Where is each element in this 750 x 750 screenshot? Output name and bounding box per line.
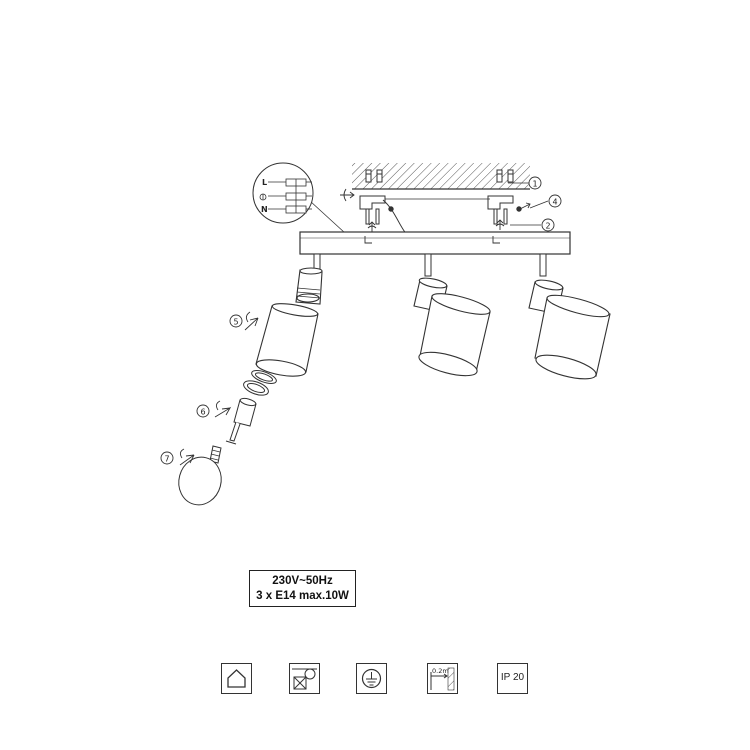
- protection-class-icon: [356, 663, 387, 694]
- spot-holder-1: [295, 267, 323, 305]
- min-distance-icon: 0.2m: [427, 663, 458, 694]
- callout-4: 4: [548, 194, 562, 208]
- svg-text:6: 6: [200, 408, 205, 417]
- svg-text:1: 1: [532, 180, 537, 189]
- callout-7: 7: [160, 451, 174, 465]
- svg-text:7: 7: [164, 455, 169, 464]
- ip-rating-icon: IP 20: [497, 663, 528, 694]
- spec-bulbs: 3 x E14 max.10W: [256, 590, 349, 602]
- callout-2: 2: [541, 218, 555, 232]
- svg-text:0.2m: 0.2m: [432, 667, 449, 675]
- spot-head-3: [528, 279, 611, 380]
- spot-stems: [313, 253, 547, 277]
- supply-cable: [382, 199, 409, 237]
- lamp-socket: [225, 397, 257, 445]
- svg-text:4: 4: [552, 198, 557, 207]
- neutral-label: N: [261, 205, 268, 214]
- spec-voltage: 230V~50Hz: [272, 575, 333, 587]
- callout-leaders: [309, 182, 549, 234]
- callout-6: 6: [196, 404, 210, 418]
- mounting-brackets: [359, 195, 522, 225]
- wiring-detail: L N: [252, 162, 314, 224]
- spot-shade-exploded: [255, 303, 319, 377]
- spot-head-2: [413, 277, 491, 377]
- indoor-use-icon: [221, 663, 252, 694]
- live-label: L: [262, 178, 267, 187]
- ip-rating-label: IP 20: [500, 672, 525, 683]
- callout-1: 1: [528, 176, 542, 190]
- ceiling-screws: [365, 169, 514, 183]
- ceiling-bar: [299, 231, 571, 255]
- svg-text:2: 2: [545, 222, 550, 231]
- no-covering-icon: [289, 663, 320, 694]
- assembly-arrows: [179, 311, 259, 466]
- mounting-arrows: [340, 188, 531, 232]
- svg-text:5: 5: [233, 318, 238, 327]
- electrical-spec: 230V~50Hz 3 x E14 max.10W: [249, 570, 356, 607]
- retaining-ring: [243, 370, 277, 396]
- callout-5: 5: [229, 314, 243, 328]
- light-bulb: [178, 445, 222, 506]
